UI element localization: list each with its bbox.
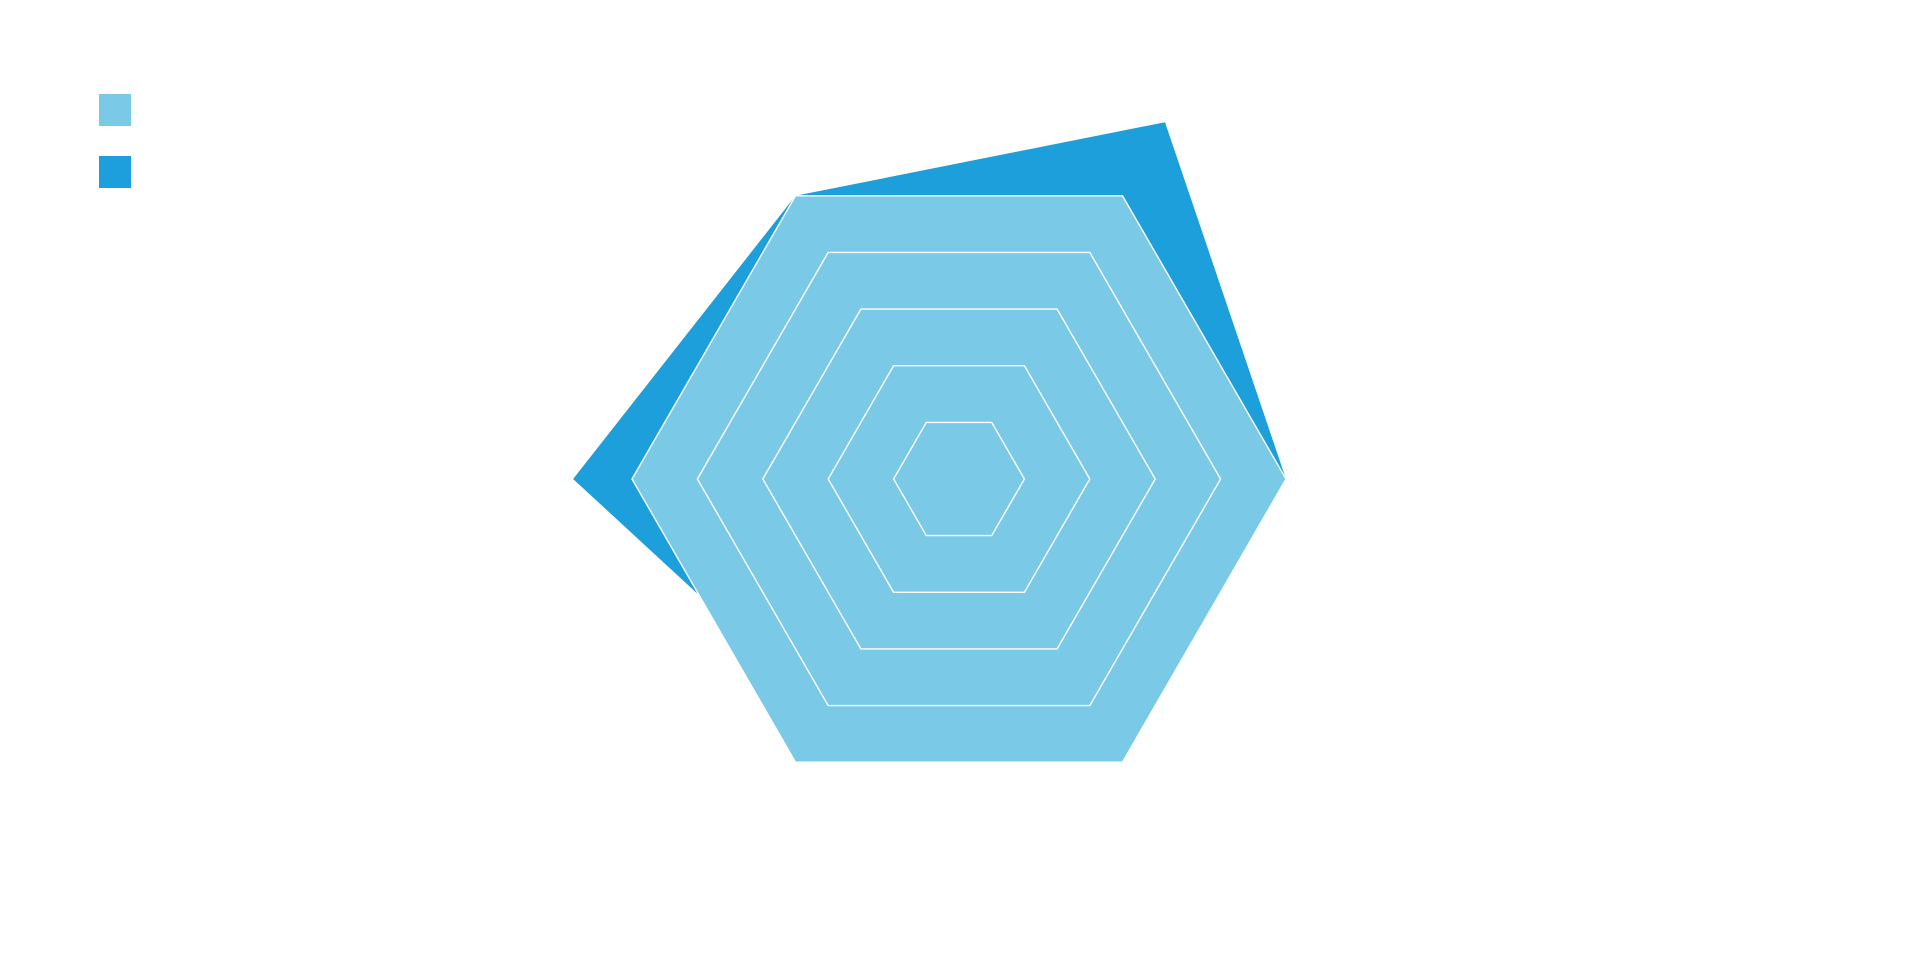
grid-ring-3 xyxy=(761,308,1157,650)
legend-item-series-2[interactable] xyxy=(99,156,141,188)
grid-ring-4 xyxy=(696,251,1222,707)
legend xyxy=(99,94,141,218)
legend-swatch-series-1 xyxy=(99,94,131,126)
grid-ring-2 xyxy=(827,365,1091,593)
series-layer xyxy=(573,122,1286,763)
grid-ring-1 xyxy=(892,421,1026,537)
grid-ring-5 xyxy=(631,195,1287,763)
legend-item-series-1[interactable] xyxy=(99,94,141,126)
series-1-area[interactable] xyxy=(632,195,1286,763)
grid-layer xyxy=(631,195,1287,763)
legend-swatch-series-2 xyxy=(99,156,131,188)
